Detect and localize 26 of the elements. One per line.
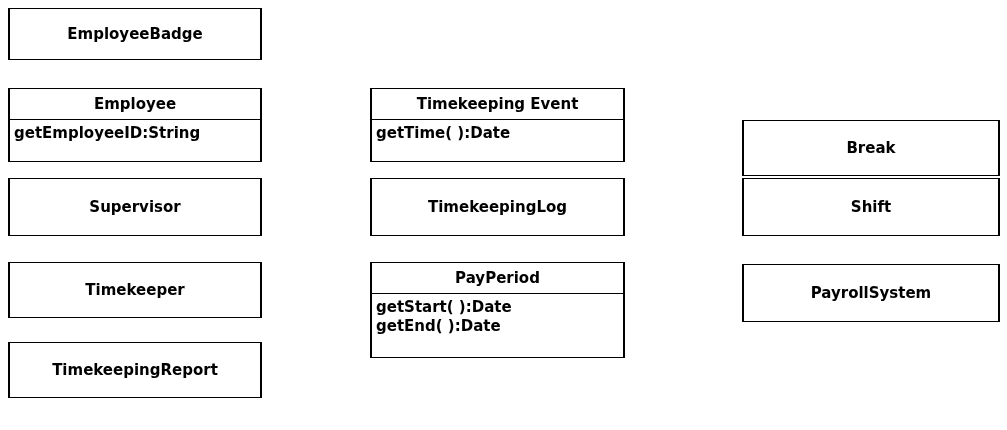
class-name: Supervisor (89, 197, 181, 218)
class-name: PayrollSystem (810, 283, 932, 304)
class-name: Shift (850, 197, 892, 218)
class-box (8, 88, 262, 162)
class-box (8, 262, 262, 318)
class-box (370, 178, 625, 236)
class-box (8, 342, 262, 398)
class-box (8, 8, 262, 60)
method-signature: getStart( ):Date (376, 298, 513, 317)
class-name: TimekeepingReport (52, 360, 218, 381)
class-box (8, 178, 262, 236)
class-box (742, 178, 1000, 236)
class-box (742, 120, 1000, 176)
class-name: Break (846, 138, 896, 159)
class-box (370, 262, 625, 358)
class-name: Timekeeper (85, 280, 185, 301)
class-name: PayPeriod (455, 269, 540, 287)
class-name: Employee (93, 95, 177, 113)
class-box (370, 88, 625, 162)
method-signature: getTime( ):Date (376, 124, 512, 143)
class-box (742, 264, 1000, 322)
class-name: TimekeepingLog (428, 197, 567, 218)
class-name: Timekeeping Event (416, 95, 579, 113)
method-signature: getEnd( ):Date (376, 317, 502, 336)
class-name: EmployeeBadge (67, 24, 203, 45)
method-signature: getEmployeeID:String (14, 124, 202, 143)
